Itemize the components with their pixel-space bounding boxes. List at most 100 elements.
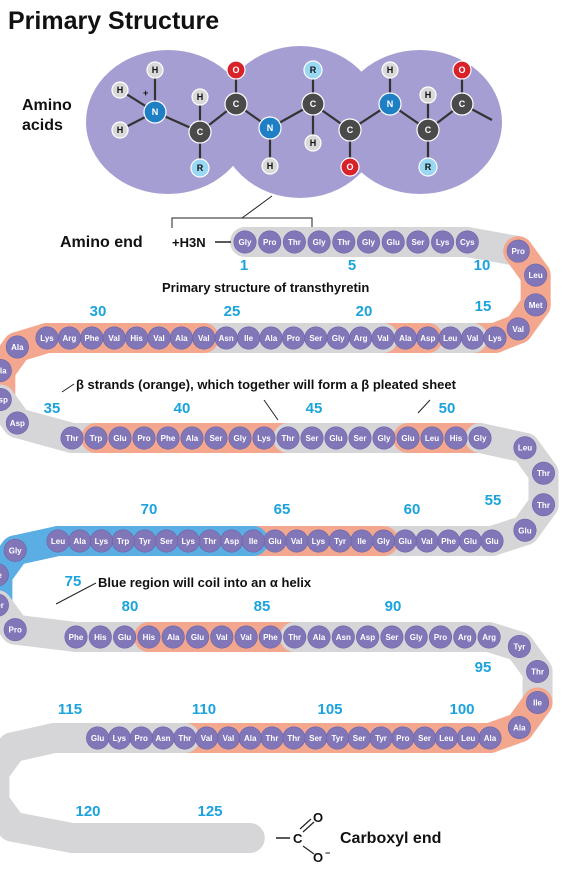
residue-bead: Arg	[57, 326, 81, 350]
residue-label: Gly	[474, 434, 487, 443]
residue-label: Val	[198, 334, 210, 343]
residue-circle	[3, 618, 27, 642]
residue-circle	[84, 426, 108, 450]
residue-bead: Ser	[348, 426, 372, 450]
atom-c: C	[338, 118, 362, 142]
residue-bead: Ala	[0, 358, 12, 382]
position-number: 35	[44, 400, 61, 417]
position-number: 20	[356, 303, 373, 320]
position-number: 30	[90, 303, 107, 320]
residue-bead: Pro	[391, 726, 415, 750]
residue-label: Thr	[531, 668, 544, 677]
residue-label: Gly	[378, 434, 391, 443]
residue-label: Glu	[118, 633, 131, 642]
residue-label: Asp	[224, 537, 239, 546]
residue-label: Ala	[167, 633, 180, 642]
residue-circle	[88, 625, 112, 649]
residue-bead: Thr	[532, 461, 556, 485]
atom-n: N	[143, 100, 167, 124]
atom-sphere	[224, 92, 248, 116]
residue-bead: Ser	[204, 426, 228, 450]
residue-bead: Pro	[3, 618, 27, 642]
atom-h: H	[261, 157, 279, 175]
residue-circle	[453, 625, 477, 649]
residue-bead: Glu	[86, 726, 110, 750]
residue-bead: Thr	[532, 493, 556, 517]
residue-bead: Arg	[349, 326, 373, 350]
residue-bead: His	[88, 625, 112, 649]
residue-label: Lys	[257, 434, 271, 443]
position-number: 75	[65, 573, 82, 590]
residue-label: Lys	[181, 537, 195, 546]
residue-circle	[356, 230, 380, 254]
residue-bead: Arg	[453, 625, 477, 649]
residue-label: Ser	[353, 734, 366, 743]
residue-label: Val	[291, 537, 303, 546]
residue-circle	[444, 426, 468, 450]
residue-bead: Ala	[5, 335, 29, 359]
residue-circle	[506, 239, 530, 263]
residue-label: Ala	[513, 723, 526, 732]
position-number: 125	[197, 803, 222, 820]
residue-circle	[108, 426, 132, 450]
atom-symbol: H	[310, 138, 317, 148]
residue-circle	[468, 426, 492, 450]
atom-sphere	[303, 60, 323, 80]
residue-label: Val	[512, 325, 524, 334]
residue-bead: Ile	[0, 563, 9, 587]
residue-bead: Gly	[404, 625, 428, 649]
atom-h: H	[111, 81, 129, 99]
residue-circle	[113, 625, 137, 649]
atom-symbol: H	[117, 85, 124, 95]
atom-symbol: N	[152, 107, 159, 117]
residue-label: Ser	[354, 434, 367, 443]
carboxyl-carbon: C	[293, 831, 303, 846]
amino-acids-label-line2: acids	[22, 117, 63, 134]
residue-circle	[532, 493, 556, 517]
residue-label: Ala	[175, 334, 188, 343]
residue-bead: Thr	[260, 726, 284, 750]
atom-symbol: O	[458, 65, 465, 75]
residue-bead: Ala	[68, 529, 92, 553]
residue-bead: Leu	[438, 326, 462, 350]
residue-circle	[137, 625, 161, 649]
residue-label: Asp	[420, 334, 435, 343]
residue-bead: Lys	[107, 726, 131, 750]
residue-label: Gly	[9, 546, 22, 555]
atom-sphere	[190, 158, 210, 178]
residue-circle	[233, 230, 257, 254]
residue-bead: Gly	[307, 230, 331, 254]
atom-r: R	[418, 157, 438, 177]
helix-caption-pointer	[55, 582, 97, 605]
residue-label: Thr	[288, 238, 301, 247]
residue-label: Ser	[418, 734, 431, 743]
atom-c: C	[416, 118, 440, 142]
residue-label: Glu	[91, 734, 104, 743]
residue-bead: Gly	[468, 426, 492, 450]
atom-symbol: N	[387, 99, 394, 109]
residue-label: Asn	[219, 334, 234, 343]
atom-symbol: O	[232, 65, 239, 75]
residue-bead: His	[444, 426, 468, 450]
atom-c: C	[301, 92, 325, 116]
residue-bead: Asn	[151, 726, 175, 750]
beta-caption-pointer-2	[417, 399, 431, 414]
residue-bead: Tyr	[133, 529, 157, 553]
atom-sphere	[301, 92, 325, 116]
residue-label: Asp	[10, 419, 25, 428]
residue-circle	[283, 625, 307, 649]
residue-label: Val	[377, 334, 389, 343]
atom-h: H	[419, 86, 437, 104]
helix-caption: Blue region will coil into an α helix	[98, 575, 312, 590]
atom-sphere	[143, 100, 167, 124]
residue-bead: Glu	[324, 426, 348, 450]
residue-label: Gly	[377, 537, 390, 546]
atom-c: C	[450, 92, 474, 116]
residue-label: Glu	[113, 434, 126, 443]
residue-bead: Ile	[241, 529, 265, 553]
atom-h: H	[191, 88, 209, 106]
residue-label: Trp	[117, 537, 130, 546]
atom-r: R	[303, 60, 323, 80]
residue-label: Thr	[282, 434, 295, 443]
